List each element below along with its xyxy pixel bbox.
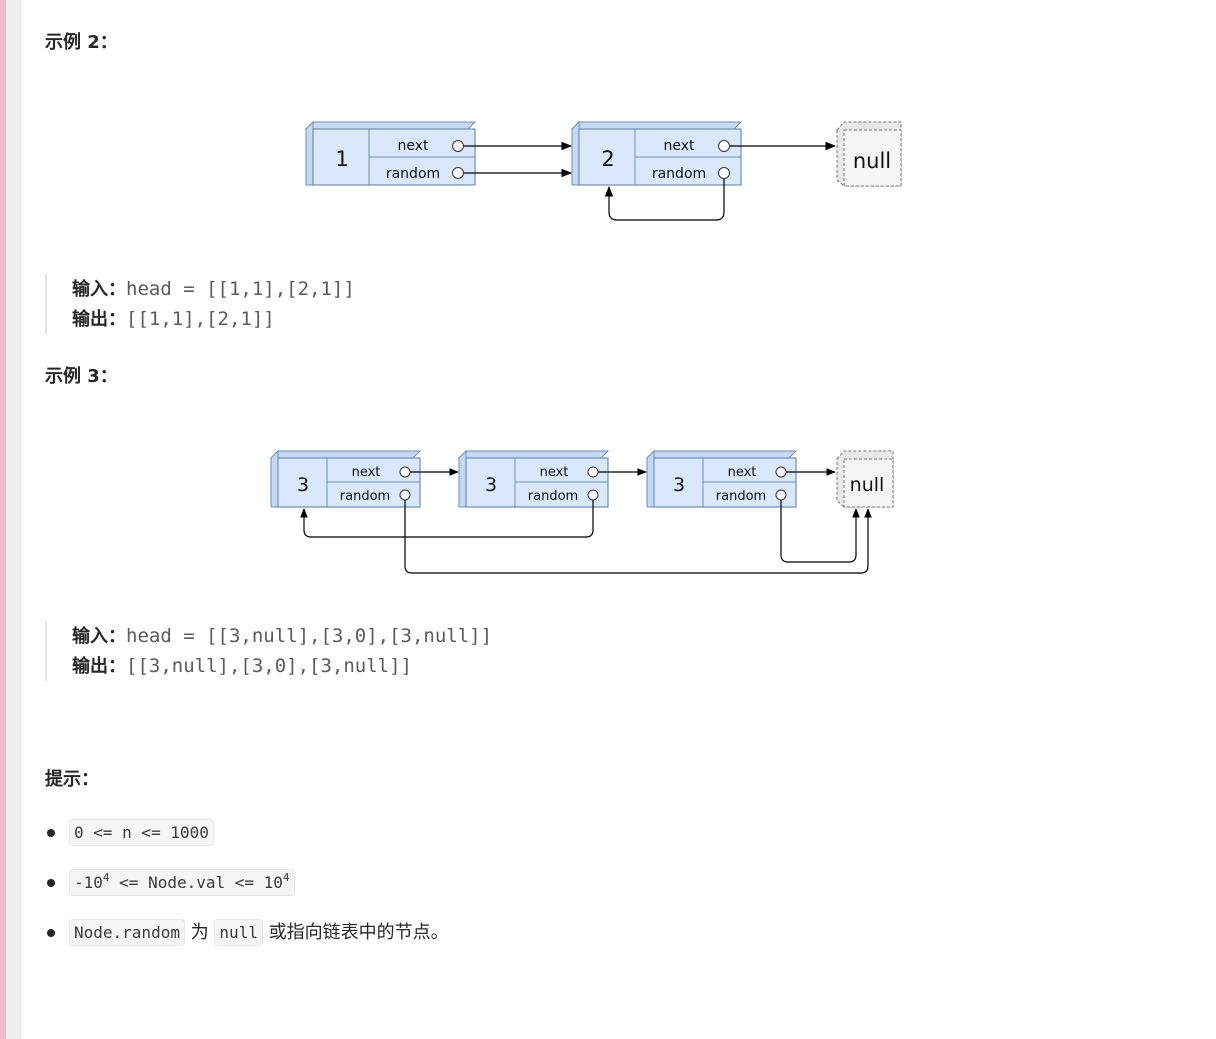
hint-item: 0 <= n <= 1000 [45, 808, 449, 858]
example-3-io-block: 输入：head = [[3,null],[3,0],[3,null]] 输出：[… [45, 621, 845, 681]
bullet-icon [47, 929, 55, 937]
hint-text: 或指向链表中的节点。 [262, 922, 449, 943]
random-pointer-arrow [404, 500, 872, 574]
node-value: 3 [673, 474, 685, 496]
next-label: next [663, 138, 695, 154]
next-label: next [540, 465, 569, 480]
example-2-diagram: 1 next random 2 next random null [304, 120, 902, 221]
example-2-node-1: 1 next random [304, 120, 477, 186]
input-value: head = [[3,null],[3,0],[3,null]] [126, 625, 493, 647]
output-value: [[1,1],[2,1]] [126, 308, 275, 330]
node-value: 3 [297, 474, 309, 496]
output-label: 输出： [72, 309, 126, 330]
example-2-heading: 示例 2： [45, 32, 118, 53]
node-value: 1 [335, 147, 348, 171]
bullet-icon [47, 879, 55, 887]
next-label: next [397, 138, 429, 154]
example-3-heading: 示例 3： [45, 366, 118, 387]
example-3-node-2: 3 next random [457, 449, 610, 508]
hint-item: -104 <= Node.val <= 104 [45, 858, 449, 908]
random-label: random [716, 489, 766, 504]
random-pointer-arrow [300, 500, 594, 538]
hint-exponent: 4 [102, 871, 110, 884]
hint-code-part: <= Node.val <= 10 [109, 873, 283, 892]
random-pointer-arrow [604, 179, 725, 221]
hints-heading: 提示： [45, 769, 99, 790]
hint-code: null [214, 919, 263, 946]
hint-code: Node.random [69, 919, 185, 946]
example-3-diagram: 3 next random 3 next random 3 [269, 449, 894, 574]
hint-code: -104 <= Node.val <= 104 [69, 869, 295, 896]
bullet-icon [47, 829, 55, 837]
input-label: 输入： [72, 626, 126, 647]
problem-description: 示例 2： 1 next random 2 ne [45, 0, 1195, 1039]
left-gutter [6, 0, 21, 1039]
random-label: random [386, 166, 440, 182]
random-label: random [528, 489, 578, 504]
example-3-null-node: null [836, 450, 894, 508]
hint-item: Node.random 为 null 或指向链表中的节点。 [45, 908, 449, 958]
output-label: 输出： [72, 656, 126, 677]
input-line: 输入：head = [[1,1],[2,1]] [72, 274, 845, 304]
next-label: next [728, 465, 757, 480]
output-line: 输出：[[1,1],[2,1]] [72, 304, 845, 334]
hints-list: 0 <= n <= 1000 -104 <= Node.val <= 104 N… [45, 808, 449, 958]
example-2-io-block: 输入：head = [[1,1],[2,1]] 输出：[[1,1],[2,1]] [45, 274, 845, 334]
node-value: 3 [485, 474, 497, 496]
null-label: null [853, 149, 891, 173]
output-value: [[3,null],[3,0],[3,null]] [126, 655, 412, 677]
input-line: 输入：head = [[3,null],[3,0],[3,null]] [72, 621, 845, 651]
hint-text: 为 [184, 922, 215, 943]
hint-code: 0 <= n <= 1000 [69, 819, 214, 846]
example-3-node-1: 3 next random [269, 449, 422, 508]
example-2-null-node: null [836, 121, 902, 187]
hint-exponent: 4 [282, 871, 290, 884]
node-value: 2 [601, 147, 614, 171]
random-pointer-arrow [780, 500, 860, 563]
input-label: 输入： [72, 279, 126, 300]
left-accent-bar [0, 0, 6, 1039]
random-label: random [340, 489, 390, 504]
next-label: next [352, 465, 381, 480]
example-3-node-3: 3 next random [645, 449, 798, 508]
output-line: 输出：[[3,null],[3,0],[3,null]] [72, 651, 845, 681]
input-value: head = [[1,1],[2,1]] [126, 278, 355, 300]
example-2-node-2: 2 next random [570, 120, 743, 186]
null-label: null [850, 474, 885, 496]
hint-code-part: -10 [74, 873, 103, 892]
random-label: random [652, 166, 706, 182]
